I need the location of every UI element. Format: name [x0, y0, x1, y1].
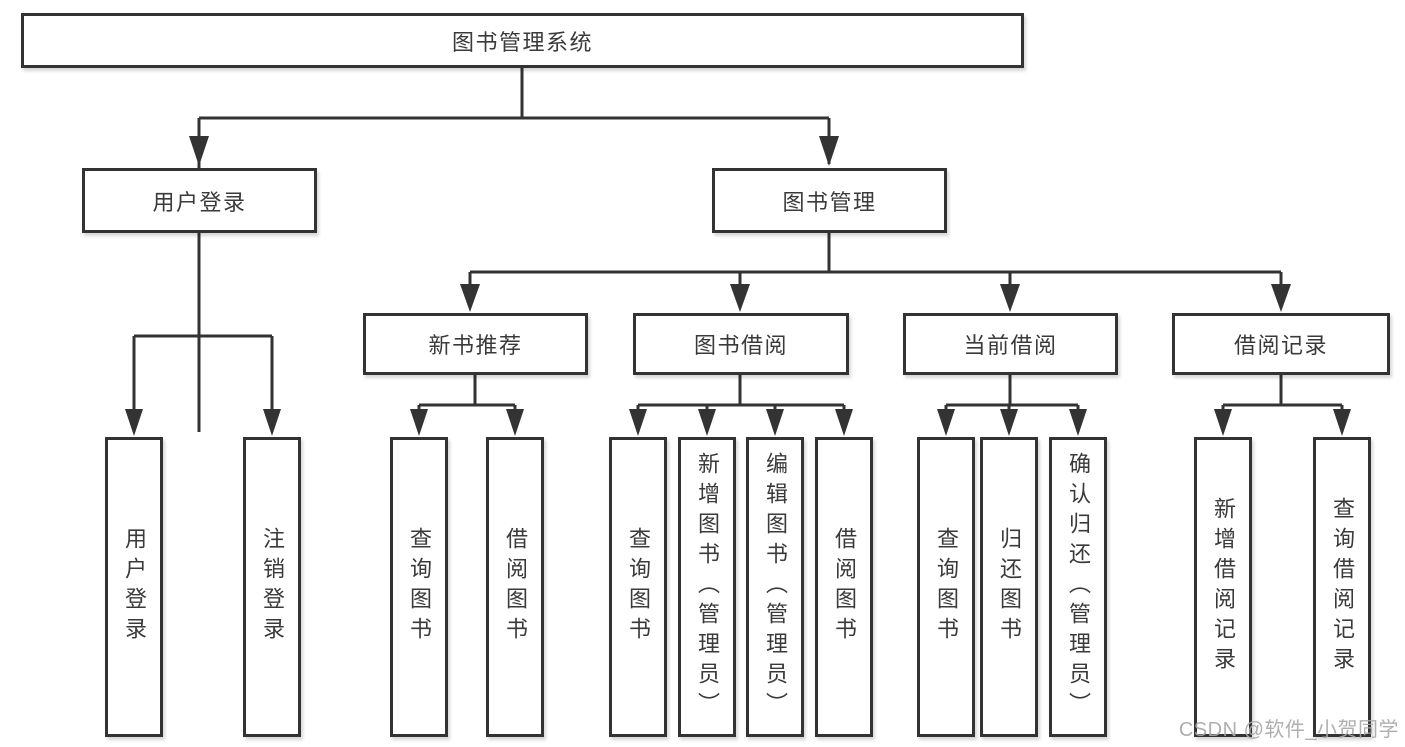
leaf-query-books-current: 查询图书	[917, 437, 975, 737]
leaf-logout: 注销登录	[243, 437, 301, 737]
leaf-return-books-label: 归还图书	[997, 527, 1022, 647]
leaf-query-books-current-label: 查询图书	[934, 527, 959, 647]
leaf-borrow-books-recommend-label: 借阅图书	[503, 527, 528, 647]
leaf-edit-books-admin-label: 编辑图书（管理员）	[763, 452, 788, 722]
node-library-system: 图书管理系统	[21, 13, 1024, 68]
leaf-query-books-recommend-label: 查询图书	[407, 527, 432, 647]
leaf-borrow-books: 借阅图书	[815, 437, 873, 737]
arrowheads	[125, 136, 1351, 436]
leaf-add-books-admin-label: 新增图书（管理员）	[695, 452, 720, 722]
node-book-management: 图书管理	[712, 168, 947, 233]
node-new-book-recommend-label: 新书推荐	[428, 333, 523, 358]
connector-root	[197, 68, 831, 432]
leaf-add-borrow-record-label: 新增借阅记录	[1211, 497, 1236, 677]
leaf-user-login-label: 用户登录	[122, 527, 147, 647]
leaf-borrow-books-recommend: 借阅图书	[486, 437, 544, 737]
node-current-borrow: 当前借阅	[903, 313, 1118, 375]
node-book-management-label: 图书管理	[782, 189, 877, 215]
leaf-add-books-admin: 新增图书（管理员）	[678, 437, 736, 737]
node-current-borrow-label: 当前借阅	[963, 333, 1058, 358]
leaf-user-login: 用户登录	[105, 437, 163, 737]
leaf-confirm-return-admin: 确认归还（管理员）	[1049, 437, 1107, 737]
leaf-edit-books-admin: 编辑图书（管理员）	[746, 437, 804, 737]
node-book-borrow: 图书借阅	[633, 313, 849, 375]
leaf-query-books-borrow: 查询图书	[609, 437, 667, 737]
leaf-query-borrow-record: 查询借阅记录	[1313, 437, 1371, 737]
node-borrow-records-label: 借阅记录	[1233, 333, 1328, 358]
node-user-login: 用户登录	[82, 168, 317, 233]
leaf-query-books-recommend: 查询图书	[390, 437, 448, 737]
connector-book-borrow	[636, 375, 846, 432]
leaf-confirm-return-admin-label: 确认归还（管理员）	[1066, 452, 1091, 722]
csdn-watermark: CSDN @软件_小贺同学	[1178, 719, 1399, 741]
node-library-system-label: 图书管理系统	[451, 29, 593, 55]
leaf-return-books: 归还图书	[980, 437, 1038, 737]
leaf-query-borrow-record-label: 查询借阅记录	[1330, 497, 1355, 677]
connector-user-login	[132, 233, 274, 432]
connector-new-book	[417, 375, 517, 432]
node-borrow-records: 借阅记录	[1172, 313, 1390, 375]
node-new-book-recommend: 新书推荐	[363, 313, 588, 375]
leaf-borrow-books-label: 借阅图书	[832, 527, 857, 647]
leaf-logout-label: 注销登录	[260, 527, 285, 647]
node-user-login-label: 用户登录	[152, 189, 247, 215]
leaf-add-borrow-record: 新增借阅记录	[1194, 437, 1252, 737]
connector-borrow-records	[1221, 375, 1344, 432]
node-book-borrow-label: 图书借阅	[693, 333, 788, 358]
connector-book-mgmt	[468, 233, 1283, 308]
leaf-query-books-borrow-label: 查询图书	[626, 527, 651, 647]
